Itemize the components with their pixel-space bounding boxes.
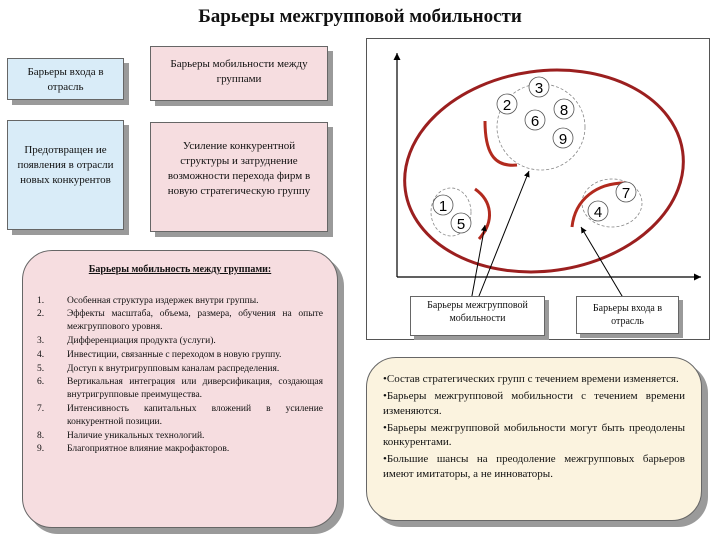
diagram-canvas: 1 5 2 3 6 8 9 4 <box>393 53 701 302</box>
item-text: Благоприятное влияние макрофакторов. <box>67 444 230 455</box>
group-marker-4: 4 <box>587 200 609 222</box>
group-number-2: 2 <box>503 97 511 114</box>
item-number: 7. <box>37 404 45 414</box>
group-number-6: 6 <box>531 113 539 130</box>
item-number: 2. <box>37 309 45 320</box>
group-marker-6: 6 <box>524 109 546 131</box>
item-text: Интенсивность капитальных вложений в уси… <box>67 404 323 427</box>
list-item: 5. Доступ к внутригрупповым каналам распр… <box>37 363 323 376</box>
item-number: 4. <box>37 349 45 360</box>
group-number-9: 9 <box>559 131 567 148</box>
item-text: Эффекты масштаба, объема, размера, обуче… <box>67 309 323 333</box>
item-text: Инвестиции, связанные с переходом в нову… <box>67 349 282 360</box>
group-marker-2: 2 <box>496 93 518 115</box>
arrow-to-top-arc <box>476 170 530 302</box>
group-number-7: 7 <box>622 185 630 202</box>
strategic-groups-diagram: 1 5 2 3 6 8 9 4 <box>366 38 710 340</box>
group-marker-5: 5 <box>450 212 472 234</box>
item-number: 6. <box>37 377 45 388</box>
entry-barriers-label: Барьеры входа в отрасль <box>576 296 679 334</box>
mobility-barrier-arc-top <box>483 120 518 167</box>
group-number-5: 5 <box>457 216 465 233</box>
page-title: Барьеры межгрупповой мобильности <box>198 6 522 27</box>
item-text: Наличие уникальных технологий. <box>67 430 205 441</box>
item-number: 3. <box>37 335 45 346</box>
group-number-4: 4 <box>594 204 602 221</box>
group-marker-3: 3 <box>528 76 550 98</box>
group-boundary-2-9 <box>496 83 586 171</box>
item-number: 8. <box>37 430 45 441</box>
list-item: 8. Наличие уникальных технологий. <box>37 430 323 443</box>
item-number: 5. <box>37 363 45 374</box>
group-marker-9: 9 <box>552 127 574 149</box>
group-number-8: 8 <box>560 102 568 119</box>
mobility-barriers-list: Барьеры мобильность между группами: 1. Ос… <box>22 250 338 528</box>
item-text: Доступ к внутригрупповым каналам распред… <box>67 363 280 374</box>
list-item: 6. Вертикальная интеграция или диверсифик… <box>37 376 323 402</box>
list-item: 9. Благоприятное влияние макрофакторов. <box>37 443 323 456</box>
item-number: 9. <box>37 444 45 455</box>
group-marker-1: 1 <box>432 194 454 216</box>
group-boundary-4-7 <box>581 178 643 228</box>
mobility-barriers-label: Барьеры межгрупповой мобильности <box>410 296 545 336</box>
group-number-3: 3 <box>535 80 543 97</box>
list-item: 4. Инвестиции, связанные с переходом в но… <box>37 349 323 362</box>
arrow-to-right-arc <box>580 226 626 302</box>
list-item: 1. Особенная структура издержек внутри гр… <box>37 295 323 308</box>
list-item: 3. Дифференциация продукта (услуги). <box>37 335 323 348</box>
conclusion-item: •Барьеры межгрупповой мобильности могут … <box>383 421 685 449</box>
item-text: Вертикальная интеграция или диверсификац… <box>67 377 323 401</box>
item-text: Дифференциация продукта (услуги). <box>67 335 216 346</box>
list-heading: Барьеры мобильность между группами: <box>88 264 272 275</box>
group-marker-8: 8 <box>553 98 575 120</box>
mobility-barriers-box: Барьеры мобильности между группами <box>150 46 328 101</box>
mobility-barrier-arc-left <box>474 187 492 240</box>
group-boundary-1-5 <box>430 187 472 237</box>
group-marker-7: 7 <box>615 181 637 203</box>
competition-strengthening-box: Усиление конкурентной структуры и затруд… <box>150 122 328 232</box>
entry-barriers-box: Барьеры входа в отрасль <box>7 58 124 100</box>
conclusion-item: •Большие шансы на преодоление межгруппов… <box>383 453 685 481</box>
conclusion-item: •Барьеры межгрупповой мобильности с тече… <box>383 389 685 417</box>
arrow-to-left-arc <box>470 224 487 302</box>
barriers-items: 1. Особенная структура издержек внутри гр… <box>37 295 323 457</box>
conclusions-box: •Состав стратегических групп с течением … <box>366 357 702 521</box>
item-number: 1. <box>37 295 45 306</box>
group-number-1: 1 <box>439 198 447 215</box>
list-item: 2. Эффекты масштаба, объема, размера, обу… <box>37 308 323 334</box>
conclusion-item: •Состав стратегических групп с течением … <box>383 373 679 385</box>
entry-barrier-arc-right <box>570 181 626 228</box>
item-text: Особенная структура издержек внутри груп… <box>67 295 259 306</box>
industry-boundary-ellipse <box>403 68 685 274</box>
prevent-competitors-box: Предотвращен ие появления в отрасли новы… <box>7 120 124 230</box>
list-item: 7. Интенсивность капитальных вложений в у… <box>37 403 323 429</box>
